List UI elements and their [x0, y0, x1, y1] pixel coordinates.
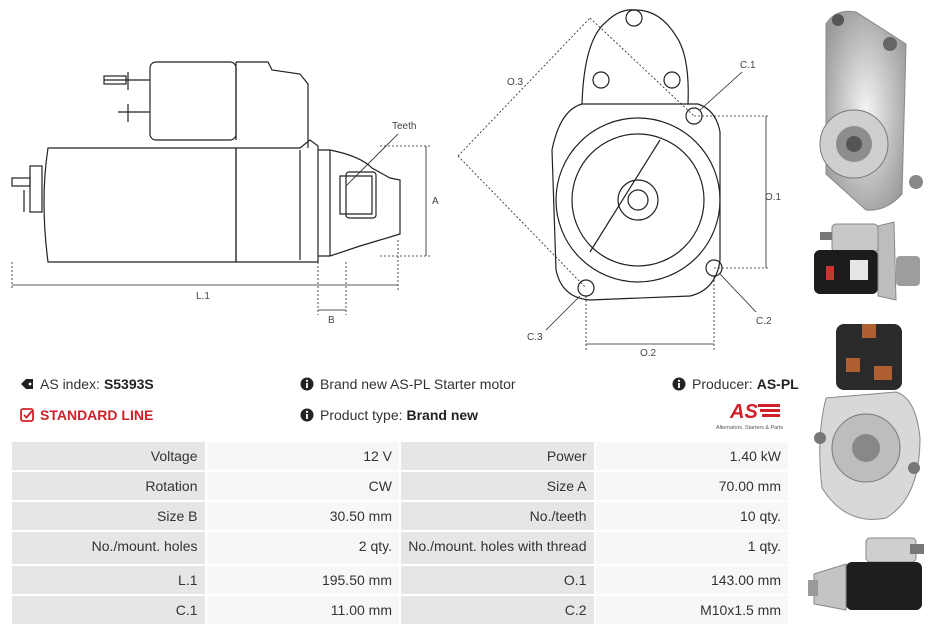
producer-value: AS-PL	[756, 376, 799, 392]
spec-label: C.2	[401, 596, 594, 624]
spec-label: Voltage	[12, 442, 205, 470]
photo-rear-view[interactable]	[806, 318, 930, 528]
table-row: C.1 11.00 mm C.2 M10x1.5 mm	[12, 596, 788, 624]
info-icon	[672, 377, 686, 391]
spec-value: 11.00 mm	[206, 596, 399, 624]
spec-value: 143.00 mm	[595, 566, 788, 594]
spec-value: 12 V	[206, 442, 399, 470]
as-index-label: AS index:	[40, 376, 100, 392]
spec-value: 195.50 mm	[206, 566, 399, 594]
as-index-value: S5393S	[103, 376, 154, 392]
info-icon	[300, 377, 314, 391]
spec-label: Size A	[401, 472, 594, 500]
dim-o3-label: O.3	[507, 77, 524, 88]
product-info: AS index: S5393S STANDARD LINE Brand new…	[0, 374, 800, 436]
table-row: Voltage 12 V Power 1.40 kW	[12, 442, 788, 470]
dim-c1-label: C.1	[740, 60, 756, 71]
spec-label: No./teeth	[401, 502, 594, 530]
spec-label: Rotation	[12, 472, 205, 500]
dimension-drawing-svg: Teeth A L.1 B	[11, 9, 782, 359]
dim-b-label: B	[328, 315, 335, 326]
dim-c2-label: C.2	[756, 316, 772, 327]
spec-label: O.1	[401, 566, 594, 594]
technical-drawing: Teeth A L.1 B	[0, 0, 800, 360]
table-row: L.1 195.50 mm O.1 143.00 mm	[12, 566, 788, 594]
producer: Producer: AS-PL	[672, 376, 799, 392]
spec-label: No./mount. holes	[12, 532, 205, 564]
spec-value: 1 qty.	[595, 532, 788, 564]
teeth-label: Teeth	[392, 121, 416, 132]
logo-tagline: Alternators, Starters & Parts	[716, 425, 783, 431]
front-view-dimensions	[457, 17, 770, 350]
table-row: Size B 30.50 mm No./teeth 10 qty.	[12, 502, 788, 530]
standard-line: STANDARD LINE	[20, 407, 153, 423]
side-view-dimensions	[11, 133, 430, 315]
spec-value: 2 qty.	[206, 532, 399, 564]
as-pl-logo: AS Alternators, Starters & Parts	[716, 398, 798, 432]
spec-value: 1.40 kW	[595, 442, 788, 470]
info-icon	[300, 408, 314, 422]
as-index: AS index: S5393S	[20, 376, 154, 392]
photo-side-view[interactable]	[806, 216, 930, 306]
standard-line-text: STANDARD LINE	[40, 407, 154, 423]
spec-label: Size B	[12, 502, 205, 530]
product-type: Product type: Brand new	[300, 407, 478, 423]
front-view-drawing	[551, 9, 723, 301]
spec-value: 10 qty.	[595, 502, 788, 530]
product-type-label: Product type:	[320, 407, 403, 423]
dim-o2-label: O.2	[640, 348, 657, 359]
tag-icon	[20, 377, 34, 391]
spec-value: CW	[206, 472, 399, 500]
photo-angled-view[interactable]	[806, 534, 930, 624]
spec-value: 70.00 mm	[595, 472, 788, 500]
description-text: Brand new AS-PL Starter motor	[320, 376, 516, 392]
product-photos	[800, 0, 934, 636]
specs-table: Voltage 12 V Power 1.40 kW Rotation CW S…	[10, 440, 790, 626]
side-view-drawing	[11, 61, 401, 263]
producer-label: Producer:	[692, 376, 753, 392]
photo-front-view[interactable]	[806, 4, 930, 214]
dim-c3-label: C.3	[527, 332, 543, 343]
dim-a-label: A	[432, 196, 439, 207]
checkbox-icon	[20, 408, 34, 422]
dim-l1-label: L.1	[196, 291, 210, 302]
dim-o1-label: O.1	[765, 192, 782, 203]
table-row: Rotation CW Size A 70.00 mm	[12, 472, 788, 500]
product-description: Brand new AS-PL Starter motor	[300, 376, 516, 392]
logo-brand: AS	[729, 401, 758, 423]
spec-value: M10x1.5 mm	[595, 596, 788, 624]
spec-value: 30.50 mm	[206, 502, 399, 530]
spec-label: No./mount. holes with thread	[401, 532, 594, 564]
spec-label: Power	[401, 442, 594, 470]
spec-label: L.1	[12, 566, 205, 594]
product-type-value: Brand new	[406, 407, 479, 423]
table-row: No./mount. holes 2 qty. No./mount. holes…	[12, 532, 788, 564]
spec-label: C.1	[12, 596, 205, 624]
